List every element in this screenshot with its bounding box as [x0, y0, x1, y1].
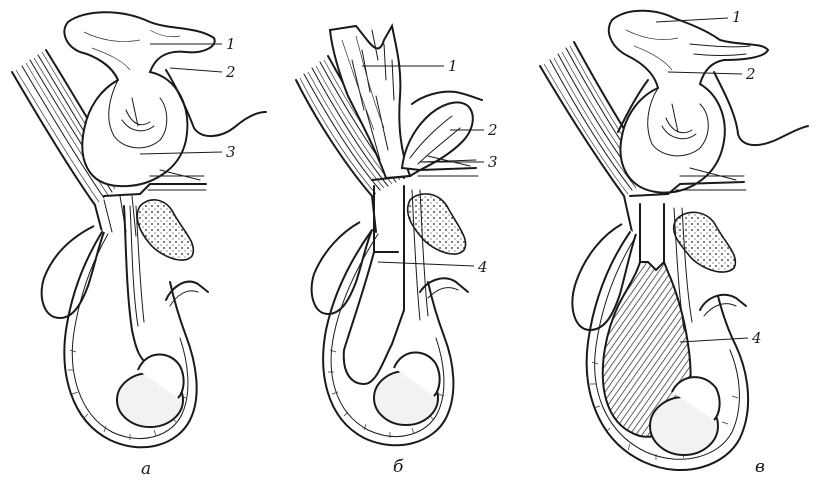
sac-wire-b [412, 92, 482, 104]
panel-c: 1 2 4 в [540, 8, 808, 477]
panel-label-a: а [141, 459, 151, 479]
callout-b-2: 2 [487, 121, 498, 139]
callout-a-1: 1 [226, 35, 236, 53]
omentum-b [330, 26, 410, 178]
callout-c-4: 4 [751, 329, 762, 347]
callout-c-1: 1 [732, 8, 742, 26]
sac-wire-c [714, 72, 808, 145]
panel-label-c: в [755, 457, 765, 477]
dotted-organ-a [137, 200, 193, 260]
callout-b-3: 3 [488, 153, 498, 171]
panel-label-b: б [393, 457, 404, 477]
bowel-loop-c [609, 11, 768, 193]
dotted-organ-b [408, 194, 466, 254]
callout-a-3: 3 [226, 143, 236, 161]
penis-a [42, 226, 104, 318]
panel-a: 1 2 3 а [12, 12, 266, 479]
bowel-loop-a [64, 12, 214, 186]
bowel-loop-b [402, 102, 473, 170]
dotted-organ-c [674, 212, 736, 272]
callout-b-4: 4 [477, 258, 488, 276]
penis-b [312, 222, 372, 314]
callout-c-2: 2 [745, 65, 756, 83]
panel-b: 1 2 3 4 б [296, 26, 498, 477]
callout-a-2: 2 [225, 63, 236, 81]
callout-b-1: 1 [448, 57, 458, 75]
